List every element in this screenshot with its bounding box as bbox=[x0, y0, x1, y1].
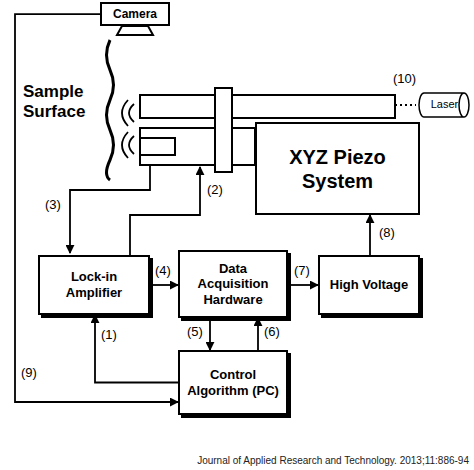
node-text: Data Acquisition Hardware bbox=[183, 261, 283, 308]
probe-clamp bbox=[215, 88, 232, 172]
probe-slot bbox=[140, 138, 175, 155]
camera-lens bbox=[117, 26, 153, 35]
node-text: XYZ Piezo System bbox=[260, 145, 415, 193]
node-text: Lock-in Amplifier bbox=[43, 269, 145, 300]
laser-beam bbox=[395, 104, 416, 106]
process-box: Lock-in Amplifier bbox=[38, 255, 150, 315]
surface-label: Sample Surface bbox=[22, 82, 104, 121]
connector-arrow bbox=[288, 284, 318, 286]
process-box: Control Algorithm (PC) bbox=[178, 350, 288, 415]
node-text: Control Algorithm (PC) bbox=[183, 367, 283, 398]
connector-arrow bbox=[95, 315, 178, 383]
sample-surface bbox=[107, 40, 114, 180]
piezo-box: XYZ Piezo System bbox=[255, 122, 420, 215]
callout-number: (6) bbox=[263, 325, 281, 340]
laser-cylinder: Laser bbox=[418, 92, 471, 118]
acoustic-waves bbox=[122, 100, 134, 158]
connector-arrow bbox=[369, 215, 371, 255]
connector-arrow bbox=[15, 14, 178, 402]
callout-number: (10) bbox=[392, 72, 417, 87]
callout-number: (7) bbox=[293, 264, 311, 279]
callout-number: (8) bbox=[378, 226, 396, 241]
node-text: Camera bbox=[113, 7, 157, 21]
callout-number: (9) bbox=[20, 366, 38, 381]
process-box: Data Acquisition Hardware bbox=[178, 250, 288, 318]
probe-rail bbox=[140, 95, 395, 118]
signal-wire bbox=[70, 165, 150, 253]
callout-number: (1) bbox=[100, 328, 118, 343]
process-box: High Voltage bbox=[318, 255, 420, 315]
callout-number: (2) bbox=[206, 183, 224, 198]
connector-arrow bbox=[257, 318, 259, 350]
probe-body bbox=[140, 128, 255, 165]
connector-arrow bbox=[209, 318, 211, 350]
callout-number: (3) bbox=[44, 198, 62, 213]
callout-number: (5) bbox=[186, 325, 204, 340]
camera-box: Camera bbox=[100, 2, 170, 26]
drive-wire bbox=[130, 167, 200, 255]
callout-number: (4) bbox=[154, 264, 172, 279]
node-text: High Voltage bbox=[330, 277, 408, 293]
connector-arrow bbox=[150, 284, 178, 286]
node-text: Laser bbox=[431, 98, 459, 111]
caption: Journal of Applied Research and Technolo… bbox=[196, 455, 470, 467]
